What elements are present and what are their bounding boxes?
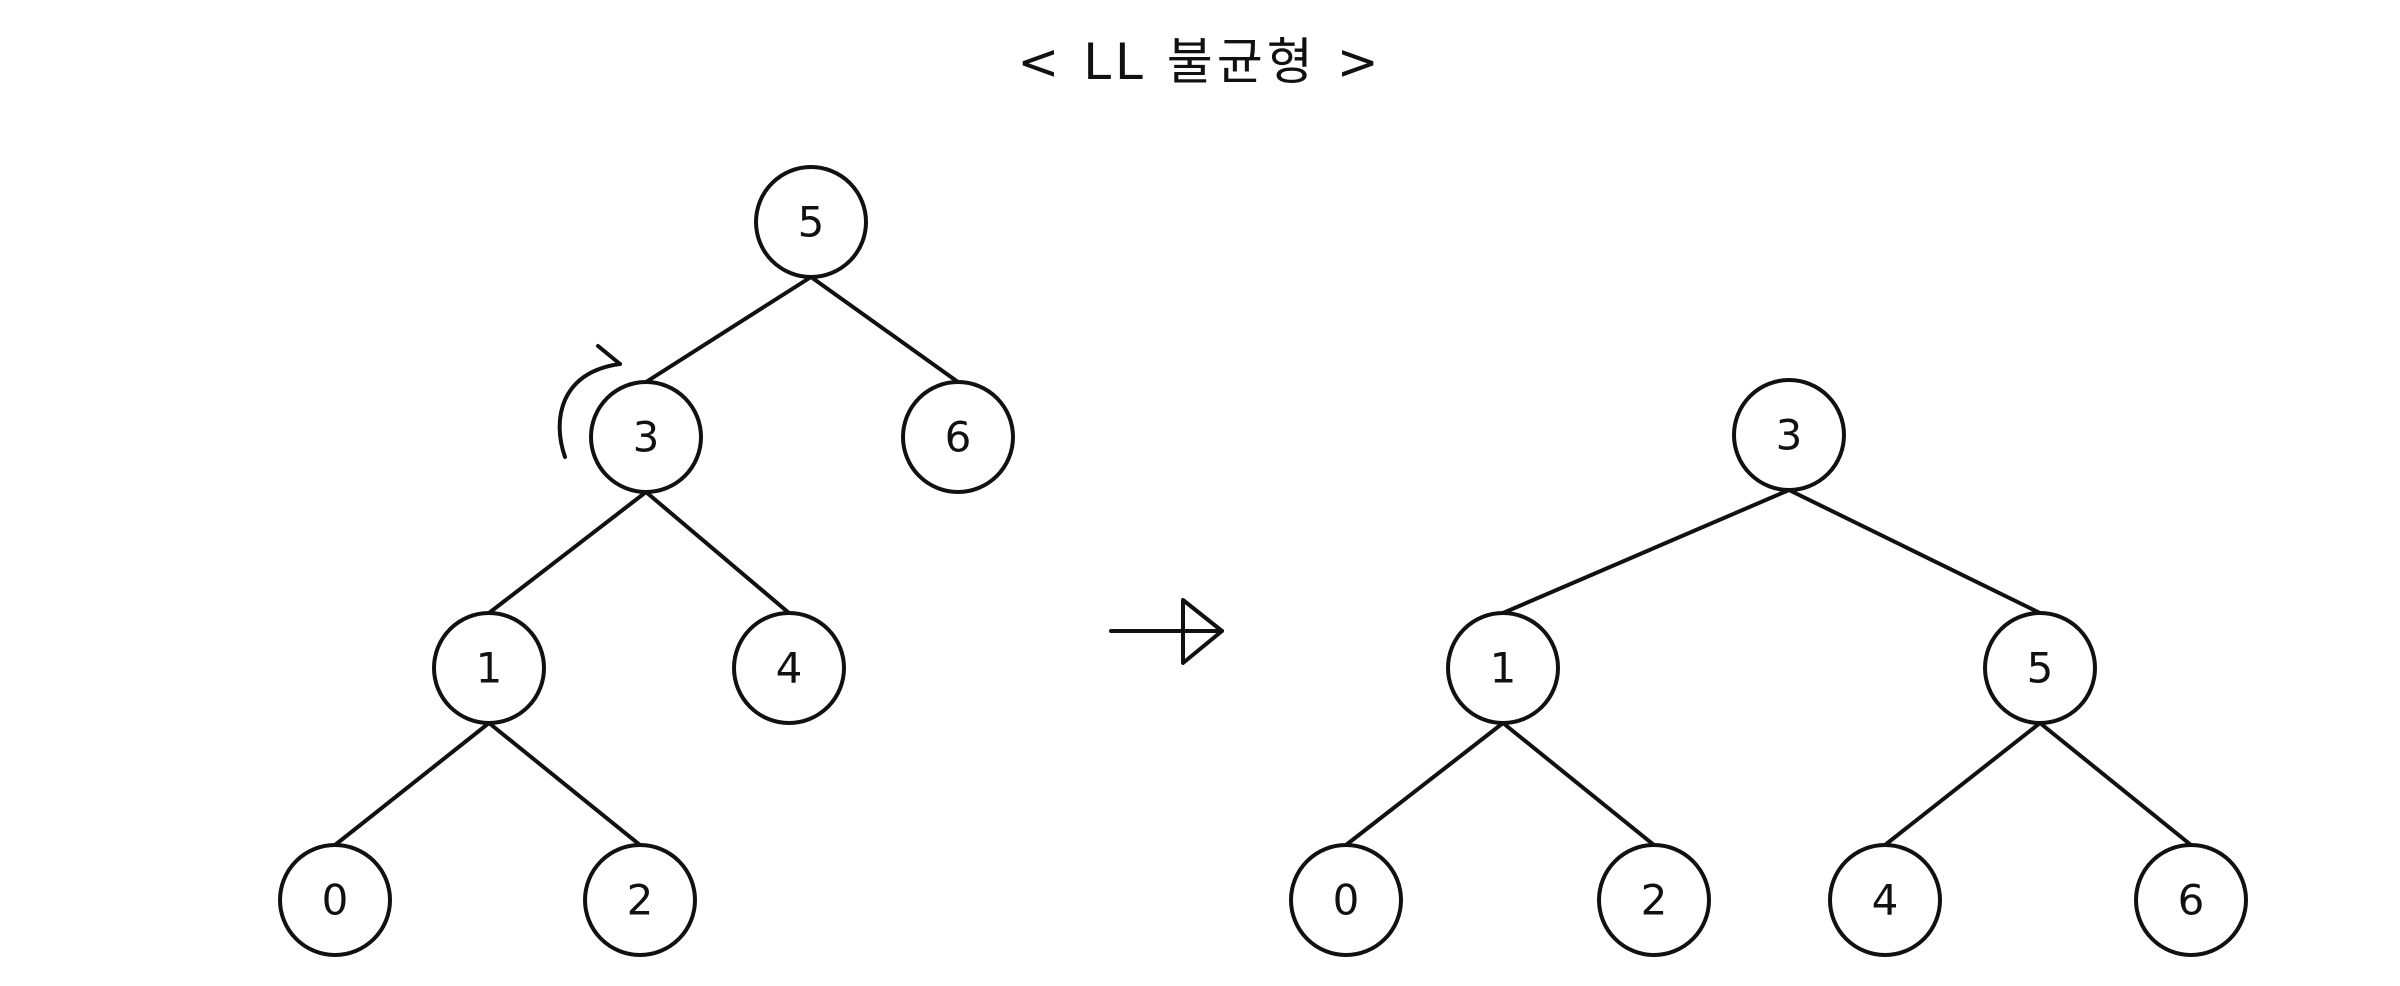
node-label: 4: [1872, 876, 1899, 925]
edge-after-3-5: [1787, 488, 2042, 615]
node-circle: [732, 611, 846, 725]
node-circle: [1446, 611, 1560, 725]
rotation-arrow-icon: [557, 344, 622, 459]
node-circle: [1597, 843, 1711, 957]
node-before-0: 0: [278, 843, 392, 957]
node-after-6: 6: [2134, 843, 2248, 957]
edge-after-5-6: [2038, 721, 2193, 847]
node-circle: [583, 843, 697, 957]
node-label: 6: [945, 413, 972, 462]
node-label: 6: [2178, 876, 2205, 925]
node-before-1: 1: [432, 611, 546, 725]
node-label: 3: [633, 413, 660, 462]
node-label: 4: [776, 644, 803, 693]
node-label: 2: [627, 876, 654, 925]
edge-before-5-6: [809, 275, 960, 384]
diagram-title: < LL 불균형 >: [1017, 33, 1383, 91]
node-after-5: 5: [1983, 611, 2097, 725]
node-after-2: 2: [1597, 843, 1711, 957]
node-label: 2: [1641, 876, 1668, 925]
node-label: 1: [1490, 644, 1517, 693]
edge-before-3-1: [487, 490, 648, 615]
node-before-4: 4: [732, 611, 846, 725]
node-circle: [1732, 378, 1846, 492]
node-after-3: 3: [1732, 378, 1846, 492]
node-circle: [754, 165, 868, 279]
edge-after-3-1: [1501, 488, 1791, 615]
node-circle: [2134, 843, 2248, 957]
node-before-6: 6: [901, 380, 1015, 494]
edge-after-5-4: [1883, 721, 2042, 847]
node-circle: [1828, 843, 1942, 957]
node-circle: [589, 380, 703, 494]
edge-before-3-4: [644, 490, 791, 615]
edge-after-1-2: [1501, 721, 1656, 847]
node-before-2: 2: [583, 843, 697, 957]
edge-after-1-0: [1344, 721, 1505, 847]
node-label: 3: [1776, 411, 1803, 460]
node-label: 5: [2027, 644, 2054, 693]
node-after-1: 1: [1446, 611, 1560, 725]
node-circle: [901, 380, 1015, 494]
node-after-4: 4: [1828, 843, 1942, 957]
node-before-3: 3: [589, 380, 703, 494]
node-circle: [1289, 843, 1403, 957]
node-before-5: 5: [754, 165, 868, 279]
node-after-0: 0: [1289, 843, 1403, 957]
node-circle: [1983, 611, 2097, 725]
node-label: 5: [798, 198, 825, 247]
node-label: 0: [322, 876, 349, 925]
edge-before-1-0: [333, 721, 491, 847]
node-circle: [278, 843, 392, 957]
node-label: 1: [476, 644, 503, 693]
edge-before-1-2: [487, 721, 642, 847]
edge-before-5-3: [644, 275, 813, 384]
transition-arrow-icon: [1109, 598, 1224, 665]
node-circle: [432, 611, 546, 725]
node-label: 0: [1333, 876, 1360, 925]
